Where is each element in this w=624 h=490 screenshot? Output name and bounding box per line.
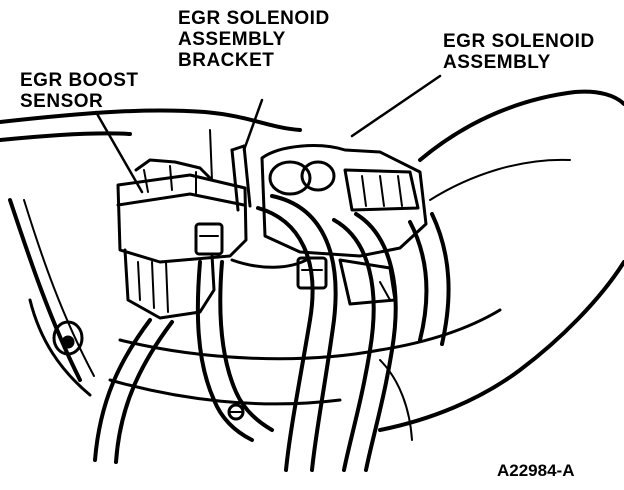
fender-panel xyxy=(0,89,624,432)
figure-id-label: A22984-A xyxy=(497,461,575,480)
inner-panel xyxy=(28,298,92,397)
egr-boost-sensor-body xyxy=(116,158,248,320)
egr-solenoid-assembly-label: EGR SOLENOID ASSEMBLY xyxy=(443,31,595,73)
leader-egr-solenoid-bracket xyxy=(242,98,264,152)
leader-egr-boost-sensor xyxy=(94,110,144,194)
egr-boost-sensor-label: EGR BOOST SENSOR xyxy=(20,70,139,112)
leader-egr-solenoid-assembly xyxy=(350,74,442,138)
leader-lines xyxy=(94,74,442,194)
egr-solenoid-assembly-bracket-label: EGR SOLENOID ASSEMBLY BRACKET xyxy=(178,8,330,71)
egr-solenoid-bracket xyxy=(209,129,252,212)
egr-solenoid-body xyxy=(260,144,428,306)
engine-lower xyxy=(108,308,502,441)
